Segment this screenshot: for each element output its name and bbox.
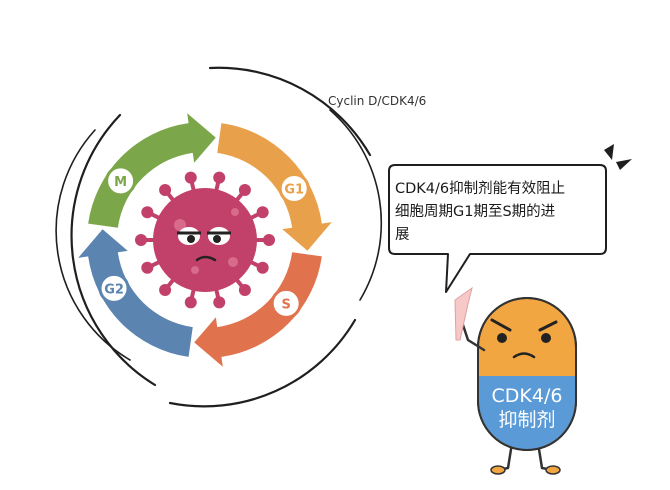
pill-label-line-1: CDK4/6	[492, 385, 563, 407]
phase-badge-g1	[278, 173, 310, 204]
outer-arc-bottom	[168, 318, 357, 408]
cycle-label: Cyclin D/CDK4/6	[328, 94, 426, 108]
pill-body-bottom	[479, 376, 575, 449]
pill-brow-left	[490, 318, 512, 332]
phase-arrow-s	[194, 252, 322, 367]
inner-arc-right	[329, 109, 383, 301]
virus-spike-tip	[256, 261, 269, 274]
pill-brow-right	[538, 320, 558, 332]
phase-label-g2: G2	[104, 282, 124, 297]
virus-spot-2	[228, 257, 238, 267]
speech-bubble-line-3: 展	[395, 227, 410, 243]
pill-eye-left	[497, 333, 507, 343]
phase-arrow-g1	[217, 123, 332, 251]
shout-mark-icon	[604, 144, 632, 170]
virus-pupil-right	[213, 235, 221, 243]
virus-spike-tip	[184, 171, 197, 184]
pill-foot-right	[545, 465, 561, 475]
pill-foot-left	[490, 465, 506, 475]
phase-arrows: G1S G2 M	[78, 113, 332, 367]
virus-spike-tip	[238, 183, 251, 196]
sword-icon	[454, 286, 473, 341]
pill-arm	[460, 320, 486, 352]
virus-icon	[135, 171, 275, 309]
speech-bubble-line-2: 细胞周期G1期至S期的进	[395, 203, 555, 220]
virus-spot-4	[231, 208, 239, 216]
pill-label-line-2: 抑制剂	[498, 409, 555, 431]
phase-badge-g2	[98, 272, 130, 304]
virus-spike-tip	[238, 284, 251, 297]
outer-arc-left	[70, 113, 157, 387]
virus-spike-tip	[213, 171, 226, 184]
phase-label-g1: G1	[284, 183, 304, 198]
virus-spike-tip	[159, 284, 172, 297]
virus-spike-tip	[141, 206, 154, 219]
virus-spike-tip	[263, 234, 275, 246]
inner-arc-left	[55, 129, 131, 361]
speech-bubble-shape	[388, 164, 607, 293]
outer-arc-top	[208, 66, 372, 157]
virus-spike-tip	[141, 261, 154, 274]
phase-badge-s	[270, 287, 302, 319]
virus-spike-tip	[159, 183, 172, 196]
phase-badge-m	[105, 165, 137, 197]
virus-pupil-left	[187, 235, 195, 243]
virus-body	[153, 188, 257, 292]
virus-spike-tip	[256, 206, 269, 219]
phase-label-s: S	[281, 297, 290, 312]
phase-arrow-g2	[78, 229, 193, 357]
phase-arrow-m	[88, 113, 216, 228]
virus-mouth	[195, 255, 217, 262]
pill-body-stroke	[477, 297, 577, 451]
virus-spike-tip	[213, 296, 226, 309]
speech-bubble-line-1: CDK4/6抑制剂能有效阻止	[395, 180, 565, 197]
speech-bubble: CDK4/6抑制剂能有效阻止 细胞周期G1期至S期的进 展	[388, 164, 607, 293]
virus-spike-tip	[135, 234, 147, 246]
virus-spot-3	[191, 266, 199, 274]
virus-spike-tip	[184, 296, 197, 309]
pill-character: CDK4/6 抑制剂	[454, 286, 577, 475]
pill-eye-right	[541, 333, 551, 343]
virus-spot-1	[174, 219, 186, 231]
outer-orbit-arcs	[55, 66, 383, 408]
pill-mouth	[512, 352, 536, 359]
phase-label-m: M	[114, 175, 127, 190]
